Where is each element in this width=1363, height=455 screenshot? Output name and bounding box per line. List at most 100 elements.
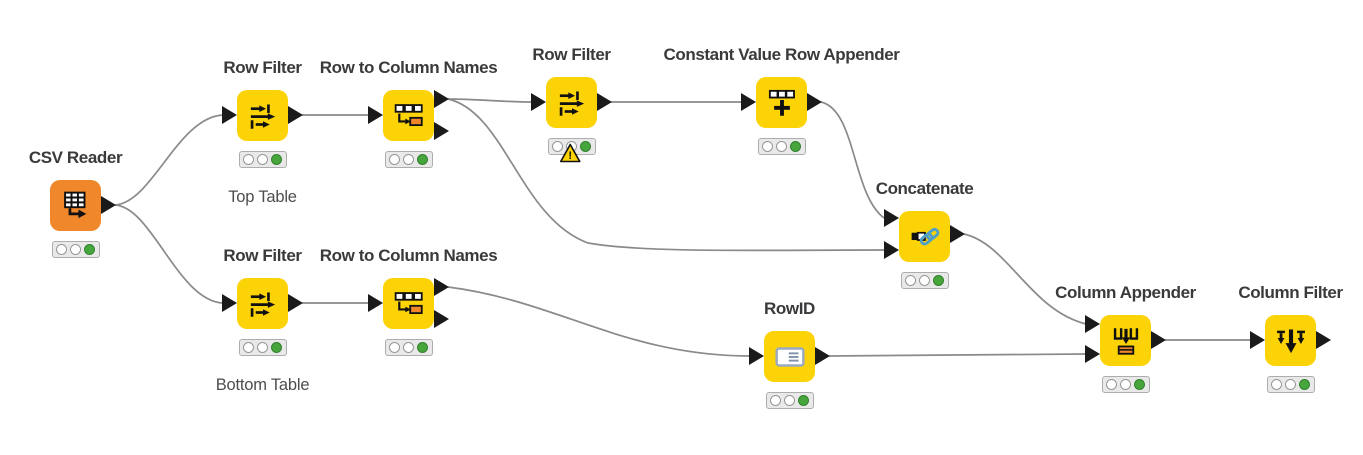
column-filter-icon[interactable]	[1265, 315, 1316, 366]
status-light-off	[403, 342, 414, 353]
node-csv-reader: CSV Reader	[29, 148, 123, 258]
connection-row-to-column-names-top-to-row-filter-2[interactable]	[447, 98, 533, 103]
connection-constant-value-row-appender-to-concatenate[interactable]	[820, 101, 885, 219]
status-light-off	[784, 395, 795, 406]
input-port-1[interactable]	[884, 241, 899, 259]
status-light-off	[905, 275, 916, 286]
output-port-0[interactable]	[288, 294, 303, 312]
node-row-filter-bottom: Row Filter Bottom Table	[216, 246, 310, 394]
connection-csv-reader-to-row-filter-top[interactable]	[114, 114, 224, 206]
node-title: Row to Column Names	[319, 246, 498, 265]
column-appender-icon[interactable]	[1100, 315, 1151, 366]
input-port-0[interactable]	[741, 93, 756, 111]
node-title: CSV Reader	[28, 148, 123, 167]
node-annotation[interactable]: Top Table	[228, 188, 297, 206]
input-port-0[interactable]	[1250, 331, 1265, 349]
status-light-off	[552, 141, 563, 152]
input-port-0[interactable]	[1085, 315, 1100, 333]
node-concatenate: Concatenate	[876, 179, 974, 289]
input-port-1[interactable]	[1085, 345, 1100, 363]
svg-text:!: !	[568, 150, 572, 162]
status-light-off	[770, 395, 781, 406]
input-port-0[interactable]	[368, 294, 383, 312]
row-filter-icon[interactable]	[546, 77, 597, 128]
node-title: Column Appender	[1055, 283, 1196, 302]
connection-csv-reader-to-row-filter-bottom[interactable]	[114, 204, 224, 304]
traffic-light	[1266, 376, 1315, 393]
status-light-off	[403, 154, 414, 165]
row-filter-icon[interactable]	[237, 90, 288, 141]
status-light-off	[1285, 379, 1296, 390]
input-port-0[interactable]	[368, 106, 383, 124]
node-title: Constant Value Row Appender	[663, 45, 900, 64]
row-filter-icon[interactable]	[237, 278, 288, 329]
status-light-green	[271, 154, 282, 165]
connection-row-to-column-names-top-to-concatenate[interactable]	[447, 98, 885, 252]
node-title: Row Filter	[532, 45, 611, 64]
status-light-off	[70, 244, 81, 255]
output-port-0[interactable]	[807, 93, 822, 111]
status-light-off	[243, 342, 254, 353]
output-port-0[interactable]	[434, 278, 449, 296]
input-port-0[interactable]	[884, 209, 899, 227]
output-port-1[interactable]	[434, 122, 449, 140]
node-title: Concatenate	[875, 179, 974, 198]
node-row-to-column-names-bottom: Row to Column Names	[320, 246, 498, 356]
connection-rowid-to-column-appender[interactable]	[828, 353, 1087, 357]
status-light-green	[1299, 379, 1310, 390]
status-light-off	[919, 275, 930, 286]
status-light-off	[762, 141, 773, 152]
node-rowid: RowID	[749, 299, 830, 409]
constant-value-row-appender-icon[interactable]	[756, 77, 807, 128]
output-port-0[interactable]	[101, 196, 116, 214]
status-light-off	[776, 141, 787, 152]
status-light-off	[257, 154, 268, 165]
input-port-0[interactable]	[222, 294, 237, 312]
node-title: Column Filter	[1238, 283, 1343, 302]
status-light-green	[271, 342, 282, 353]
output-port-0[interactable]	[288, 106, 303, 124]
output-port-0[interactable]	[597, 93, 612, 111]
output-port-1[interactable]	[434, 310, 449, 328]
output-port-0[interactable]	[434, 90, 449, 108]
node-title: RowID	[764, 299, 815, 318]
traffic-light	[238, 339, 287, 356]
concatenate-icon[interactable]	[899, 211, 950, 262]
row-to-column-names-icon[interactable]	[383, 90, 434, 141]
status-light-off	[243, 154, 254, 165]
status-light-green	[1134, 379, 1145, 390]
status-light-off	[389, 342, 400, 353]
status-light-off	[1271, 379, 1282, 390]
node-column-appender: Column Appender	[1055, 283, 1196, 393]
output-port-0[interactable]	[815, 347, 830, 365]
output-port-0[interactable]	[950, 225, 965, 243]
status-light-green	[84, 244, 95, 255]
connection-row-to-column-names-bottom-to-rowid[interactable]	[447, 286, 751, 357]
output-port-0[interactable]	[1316, 331, 1331, 349]
traffic-light	[51, 241, 100, 258]
status-light-green	[417, 154, 428, 165]
node-constant-value-row-appender: Constant Value Row Appender	[663, 45, 900, 155]
node-row-filter-2: Row Filter !	[531, 45, 612, 163]
connection-concatenate-to-column-appender[interactable]	[963, 233, 1087, 325]
status-light-green	[933, 275, 944, 286]
traffic-light	[1101, 376, 1150, 393]
node-annotation[interactable]: Bottom Table	[215, 376, 310, 394]
input-port-0[interactable]	[222, 106, 237, 124]
status-light-green	[417, 342, 428, 353]
node-column-filter: Column Filter	[1238, 283, 1343, 393]
traffic-light	[900, 272, 949, 289]
csv-reader-icon[interactable]	[50, 180, 101, 231]
row-to-column-names-icon[interactable]	[383, 278, 434, 329]
status-light-off	[257, 342, 268, 353]
input-port-0[interactable]	[749, 347, 764, 365]
status-light-off	[56, 244, 67, 255]
warning-icon: !	[559, 143, 581, 163]
node-title: Row to Column Names	[319, 58, 498, 77]
input-port-0[interactable]	[531, 93, 546, 111]
output-port-0[interactable]	[1151, 331, 1166, 349]
rowid-icon[interactable]	[764, 331, 815, 382]
status-light-off	[1120, 379, 1131, 390]
status-light-green	[580, 141, 591, 152]
